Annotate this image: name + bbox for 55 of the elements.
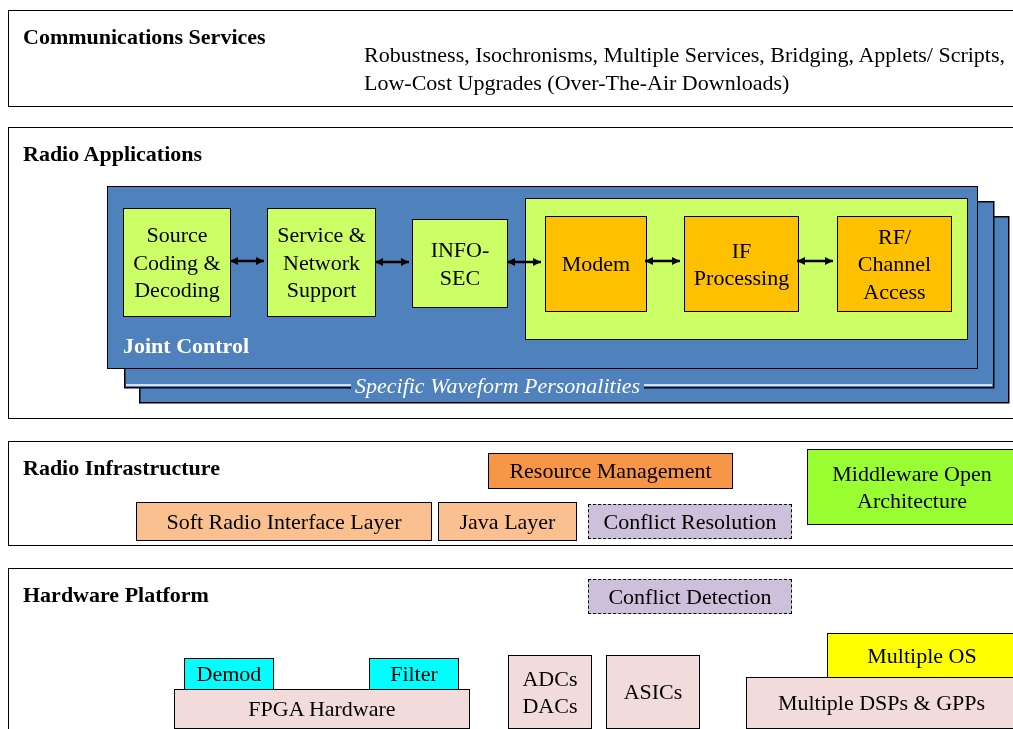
component-box xyxy=(184,658,274,690)
component-box xyxy=(136,502,432,541)
box-label: FPGA Hardware xyxy=(248,695,396,723)
component-box xyxy=(606,655,700,729)
layer-band xyxy=(8,127,1013,419)
box-label: ASICs xyxy=(623,678,683,706)
dashed-box xyxy=(588,504,792,539)
double-arrow xyxy=(797,257,833,265)
component-box xyxy=(508,655,592,729)
component-box xyxy=(174,689,470,729)
double-arrow xyxy=(230,257,264,265)
box-label: Conflict Detection xyxy=(608,582,772,611)
layer-heading: Radio Infrastructure xyxy=(23,454,220,482)
layer-band xyxy=(8,10,1013,107)
box-label: Service & Network Support xyxy=(276,221,367,304)
process-box xyxy=(123,208,231,317)
box-label: Multiple DSPs & GPPs xyxy=(777,689,986,717)
box-label: IF Processing xyxy=(693,236,790,292)
double-arrow xyxy=(507,258,541,266)
box-label: Java Layer xyxy=(459,507,556,536)
box-label: ADCs DACs xyxy=(521,664,579,720)
component-box xyxy=(438,502,577,541)
box-label: Modem xyxy=(561,250,631,278)
layer-band xyxy=(8,568,1013,729)
box-label: Middleware Open Architecture xyxy=(831,459,993,515)
process-box xyxy=(267,208,376,317)
component-box xyxy=(746,677,1013,729)
process-box xyxy=(412,219,508,308)
layer-heading: Hardware Platform xyxy=(23,581,209,609)
layer-heading: Radio Applications xyxy=(23,140,203,168)
layer-heading: Communications Services xyxy=(23,23,266,51)
control-panel xyxy=(107,186,978,369)
component-box xyxy=(827,633,1013,678)
box-label: Demod xyxy=(196,660,262,688)
process-box xyxy=(837,216,952,312)
box-label: Source Coding & Decoding xyxy=(132,221,222,304)
component-box xyxy=(369,658,459,690)
double-arrow xyxy=(375,258,409,266)
box-label: Resource Management xyxy=(509,457,712,485)
dashed-box xyxy=(588,579,792,614)
layer-band xyxy=(8,441,1013,546)
description-text: Robustness, Isochronisms, Multiple Services, Bridging, Applets/ Scripts, Low-Cost Upgrades (Over-The-Air Downloads) xyxy=(364,41,1007,96)
box-label: INFO- SEC xyxy=(429,236,491,291)
component-box xyxy=(488,453,733,489)
box-label: Multiple OS xyxy=(867,641,977,670)
box-label: Soft Radio Interface Layer xyxy=(166,507,402,536)
process-box xyxy=(545,216,647,312)
component-box xyxy=(807,449,1013,525)
panel-label: Joint Control xyxy=(123,332,250,360)
group-box xyxy=(525,198,968,340)
box-label: Filter xyxy=(390,660,438,688)
double-arrow xyxy=(645,257,680,265)
process-box xyxy=(684,216,799,312)
box-label: Conflict Resolution xyxy=(603,507,777,536)
box-label: RF/ Channel Access xyxy=(856,222,933,306)
